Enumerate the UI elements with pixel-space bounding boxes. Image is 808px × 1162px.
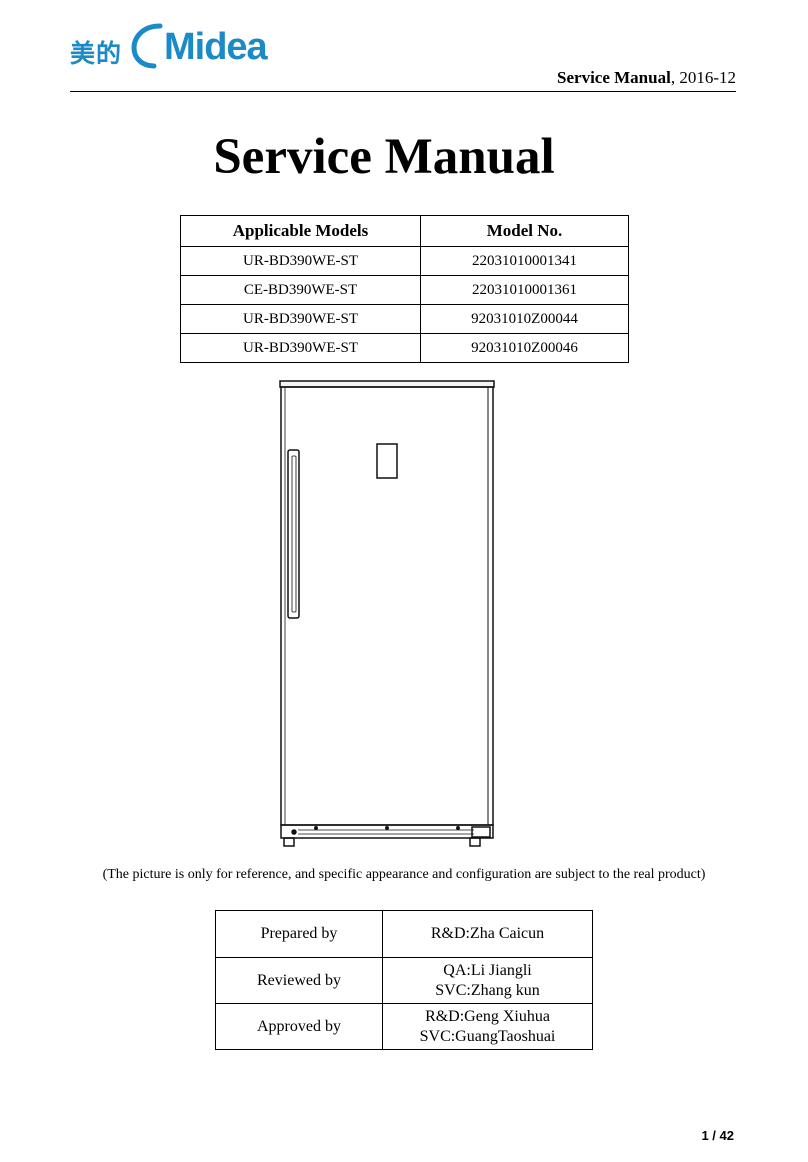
model-name-cell: UR-BD390WE-ST <box>180 246 421 276</box>
table-row: Reviewed by QA:Li Jiangli SVC:Zhang kun <box>215 957 593 1004</box>
signoff-role: Prepared by <box>215 910 383 958</box>
signoff-name: R&D:Zha Caicun <box>430 925 545 942</box>
model-name-cell: UR-BD390WE-ST <box>180 304 421 334</box>
table-row: Prepared by R&D:Zha Caicun <box>215 910 593 958</box>
model-name-cell: UR-BD390WE-ST <box>180 333 421 363</box>
header-title: Service Manual <box>557 68 671 87</box>
model-number-cell: 92031010Z00046 <box>420 333 629 363</box>
signoff-names: R&D:Geng Xiuhua SVC:GuangTaoshuai <box>382 1003 593 1050</box>
model-number-cell: 22031010001361 <box>420 275 629 305</box>
model-number-cell: 92031010Z00044 <box>420 304 629 334</box>
model-number-cell: 22031010001341 <box>420 246 629 276</box>
model-name-cell: CE-BD390WE-ST <box>180 275 421 305</box>
signoff-name: SVC:Zhang kun <box>435 981 540 999</box>
table-row: UR-BD390WE-ST 92031010Z00046 <box>180 333 629 363</box>
header-divider <box>70 91 736 92</box>
signoff-role: Approved by <box>215 1003 383 1050</box>
signoff-name: SVC:GuangTaoshuai <box>419 1027 556 1045</box>
header-date: , 2016-12 <box>670 68 736 87</box>
signoff-name: QA:Li Jiangli <box>443 961 532 979</box>
models-table: Applicable Models Model No. UR-BD390WE-S… <box>180 215 629 363</box>
signoff-role: Reviewed by <box>215 957 383 1004</box>
models-header-model-no: Model No. <box>420 215 629 247</box>
figure-caption: (The picture is only for reference, and … <box>102 867 706 882</box>
logo-swoosh-icon <box>131 23 163 69</box>
logo-chinese-text: 美的 <box>70 39 123 68</box>
freezer-illustration <box>279 380 495 847</box>
signoff-names: QA:Li Jiangli SVC:Zhang kun <box>382 957 593 1004</box>
signoff-table: Prepared by R&D:Zha Caicun Reviewed by Q… <box>215 910 593 1050</box>
running-header: Service Manual, 2016-12 <box>557 68 736 88</box>
midea-logo: 美的 Midea <box>66 18 268 74</box>
table-row: UR-BD390WE-ST 92031010Z00044 <box>180 304 629 334</box>
logo-brand-text: Midea <box>164 26 268 68</box>
models-table-header-row: Applicable Models Model No. <box>180 215 629 247</box>
signoff-name: R&D:Geng Xiuhua <box>425 1007 550 1025</box>
table-row: Approved by R&D:Geng Xiuhua SVC:GuangTao… <box>215 1003 593 1050</box>
models-header-applicable: Applicable Models <box>180 215 421 247</box>
page-number: 1 / 42 <box>701 1128 734 1143</box>
table-row: UR-BD390WE-ST 22031010001341 <box>180 246 629 276</box>
document-title: Service Manual <box>213 129 555 185</box>
signoff-names: R&D:Zha Caicun <box>382 910 593 958</box>
table-row: CE-BD390WE-ST 22031010001361 <box>180 275 629 305</box>
